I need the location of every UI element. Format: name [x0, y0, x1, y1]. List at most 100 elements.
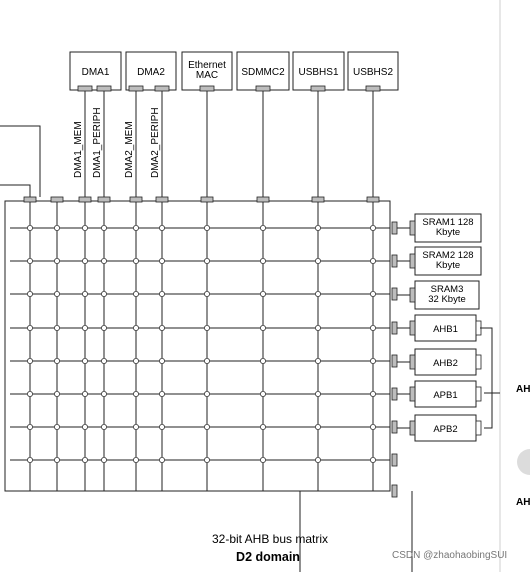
master-port-connector [23, 196, 37, 203]
crossbar-node [26, 390, 33, 397]
port-label: DMA1_MEM [73, 121, 84, 178]
slave-input-connector [409, 220, 416, 236]
edge-circle-icon [517, 449, 530, 475]
crossbar-node [101, 290, 108, 297]
slave-port-connector [391, 484, 398, 498]
slave-label: Kbyte [436, 260, 460, 271]
crossbar-node [259, 390, 266, 397]
crossbar-node [203, 224, 210, 231]
slave-ahb2: AHB2 [397, 348, 482, 376]
crossbar-node [259, 257, 266, 264]
master-label: USBHS2 [353, 67, 393, 78]
crossbar-node [26, 456, 33, 463]
crossbar-node [369, 357, 376, 364]
master-label: MAC [196, 70, 218, 81]
slave-label: SRAM1 128 [422, 217, 473, 228]
crossbar-node [158, 357, 165, 364]
master-port-connector [256, 196, 270, 203]
master-output-connector [96, 85, 112, 92]
slave-apb1: APB1 [397, 380, 482, 408]
crossbar-node [101, 257, 108, 264]
crossbar-node [132, 390, 139, 397]
crossbar-node [203, 423, 210, 430]
incoming-line-1 [0, 125, 41, 197]
master-port-connector [200, 196, 214, 203]
crossbar-node [369, 224, 376, 231]
crossbar-node [158, 257, 165, 264]
slave-port-connector [391, 420, 398, 434]
master-output-connector [128, 85, 144, 92]
master-label: Ethernet [188, 60, 226, 71]
crossbar-node [54, 423, 61, 430]
crossbar-node [203, 324, 210, 331]
crossbar-node [314, 456, 321, 463]
slave-box [414, 314, 477, 342]
crossbar-node [54, 390, 61, 397]
master-label: DMA1 [82, 67, 110, 78]
master-port-connector [366, 196, 380, 203]
crossbar-node [158, 423, 165, 430]
crossbar-node [369, 290, 376, 297]
master-dma1: DMA1 [69, 51, 122, 197]
crossbar-node [314, 324, 321, 331]
crossbar-node [101, 357, 108, 364]
master-box [69, 51, 122, 91]
slave-box [414, 213, 482, 243]
watermark: CSDN @zhaohaobingSUI [392, 550, 507, 561]
slave-box [414, 280, 480, 310]
crossbar-node [314, 224, 321, 231]
crossbar-node [259, 357, 266, 364]
bus-matrix-box [4, 200, 391, 492]
master-port-connector [97, 196, 111, 203]
crossbar-node [26, 324, 33, 331]
crossbar-node [26, 257, 33, 264]
slave-label: APB2 [433, 424, 457, 435]
slave-label: AHB1 [433, 324, 458, 335]
crossbar-node [26, 290, 33, 297]
crossbar-node [101, 423, 108, 430]
master-box [125, 51, 177, 91]
slave-label: APB1 [433, 390, 457, 401]
crossbar-node [259, 324, 266, 331]
master-output-connector [199, 85, 215, 92]
master-box [181, 51, 233, 91]
crossbar-node [158, 290, 165, 297]
slave-port-connector [391, 221, 398, 235]
master-output-connector [255, 85, 271, 92]
slave-input-connector [409, 253, 416, 269]
incoming-line-2 [0, 184, 31, 197]
crossbar-node [82, 390, 89, 397]
crossbar-node [259, 290, 266, 297]
slave-port-connector [391, 354, 398, 368]
master-usbhs2: USBHS2 [347, 51, 399, 197]
crossbar-node [203, 290, 210, 297]
crossbar-node [101, 324, 108, 331]
crossbar-node [82, 357, 89, 364]
crossbar-node [203, 257, 210, 264]
crossbar-node [158, 324, 165, 331]
crossbar-node [203, 456, 210, 463]
master-port-connector [311, 196, 325, 203]
crossbar-node [132, 423, 139, 430]
crossbar-node [132, 290, 139, 297]
crossbar-node [82, 257, 89, 264]
crossbar-node [82, 324, 89, 331]
slave-box [414, 348, 477, 376]
slave-box [414, 414, 477, 442]
edge-label-ah-1: AH [516, 384, 530, 395]
crossbar-node [259, 456, 266, 463]
domain-title: D2 domain [236, 550, 300, 564]
slave-label: SRAM3 [431, 284, 464, 295]
crossbar-node [26, 423, 33, 430]
master-usbhs1: USBHS1 [292, 51, 345, 197]
crossbar-node [82, 290, 89, 297]
crossbar-node [314, 290, 321, 297]
master-box [292, 51, 345, 91]
crossbar-node [314, 357, 321, 364]
